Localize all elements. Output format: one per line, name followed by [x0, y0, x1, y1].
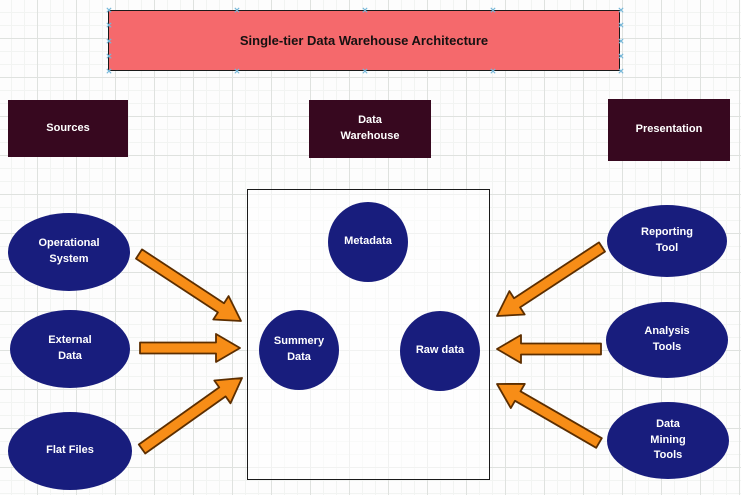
selection-handle-icon[interactable]: ✕ [105, 21, 113, 31]
node-flat-files-label: Flat Files [46, 444, 94, 457]
selection-handle-icon[interactable]: ✕ [105, 36, 113, 46]
header-presentation-label: Presentation [635, 123, 703, 136]
node-external-data-label: External Data [48, 334, 92, 362]
selection-handle-icon[interactable]: ✕ [617, 36, 625, 46]
node-metadata-label: Metadata [344, 235, 392, 248]
selection-handle-icon[interactable]: ✕ [105, 67, 113, 76]
node-operational-system-label: Operational System [38, 237, 100, 265]
node-metadata[interactable]: Metadata [328, 202, 408, 282]
node-analysis-tools[interactable]: Analysis Tools [606, 302, 728, 378]
arrow-datamining-to-warehouse[interactable] [496, 382, 603, 449]
selection-handle-icon[interactable]: ✕ [617, 51, 625, 61]
arrow-flatfiles-to-warehouse[interactable] [137, 377, 243, 455]
node-raw-data[interactable]: Raw data [400, 311, 480, 391]
node-reporting-tool[interactable]: Reporting Tool [607, 205, 727, 277]
arrow-analysis-to-warehouse[interactable] [496, 334, 602, 364]
selection-handle-icon[interactable]: ✕ [233, 67, 241, 76]
title-banner-label: Single-tier Data Warehouse Architecture [239, 33, 489, 48]
header-presentation[interactable]: Presentation [608, 99, 730, 161]
selection-handle-icon[interactable]: ✕ [361, 6, 369, 15]
header-sources[interactable]: Sources [8, 100, 128, 157]
node-operational-system[interactable]: Operational System [8, 213, 130, 291]
selection-handle-icon[interactable]: ✕ [361, 67, 369, 76]
header-sources-label: Sources [46, 121, 90, 134]
selection-handle-icon[interactable]: ✕ [105, 6, 113, 15]
header-data-warehouse-label: Data Warehouse [340, 114, 400, 142]
title-banner[interactable]: Single-tier Data Warehouse Architecture … [105, 6, 625, 76]
arrow-external-to-warehouse[interactable] [139, 333, 241, 363]
node-external-data[interactable]: External Data [10, 310, 130, 388]
node-data-mining-tools[interactable]: Data Mining Tools [607, 402, 729, 479]
selection-handle-icon[interactable]: ✕ [489, 6, 497, 15]
selection-handle-icon[interactable]: ✕ [617, 6, 625, 15]
selection-handle-icon[interactable]: ✕ [617, 21, 625, 31]
node-data-mining-tools-label: Data Mining Tools [650, 417, 686, 462]
header-data-warehouse[interactable]: Data Warehouse [309, 100, 431, 158]
selection-handle-icon[interactable]: ✕ [617, 67, 625, 76]
arrow-operational-to-warehouse[interactable] [135, 248, 242, 322]
selection-handle-icon[interactable]: ✕ [105, 51, 113, 61]
selection-handle-icon[interactable]: ✕ [489, 67, 497, 76]
node-summery-data-label: Summery Data [273, 335, 325, 363]
node-flat-files[interactable]: Flat Files [8, 412, 132, 490]
node-raw-data-label: Raw data [415, 344, 465, 357]
node-summery-data[interactable]: Summery Data [259, 310, 339, 390]
node-analysis-tools-label: Analysis Tools [644, 325, 690, 353]
node-reporting-tool-label: Reporting Tool [641, 226, 693, 254]
selection-handle-icon[interactable]: ✕ [233, 6, 241, 15]
arrow-reporting-to-warehouse[interactable] [496, 241, 606, 317]
